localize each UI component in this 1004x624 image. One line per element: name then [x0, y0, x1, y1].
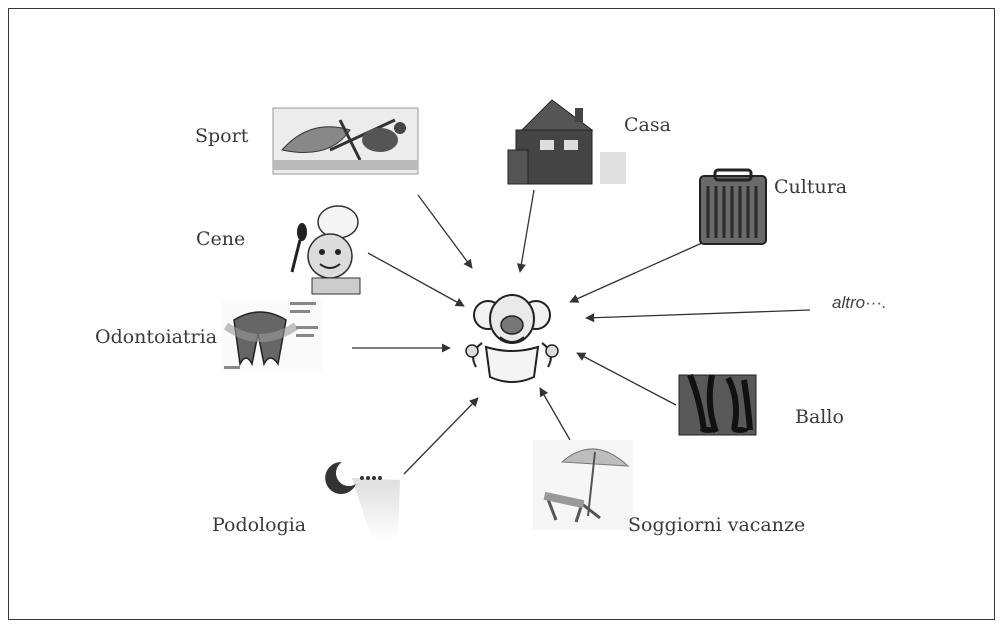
arrow-cultura [569, 242, 703, 303]
sport-collage-icon [272, 107, 419, 175]
label-odontoiatria: Odontoiatria [95, 326, 218, 348]
label-sport: Sport [195, 125, 249, 147]
beach-umbrella-chair-icon [533, 440, 633, 530]
house-icon [507, 99, 626, 185]
label-soggiorni-vacanze: Soggiorni vacanze [628, 514, 806, 536]
arrow-casa [516, 189, 535, 273]
dancers-icon [678, 373, 757, 436]
label-podologia: Podologia [212, 514, 307, 536]
radio-case-icon [699, 168, 767, 245]
arrow-podologia [403, 397, 479, 475]
foot-icon [325, 461, 400, 540]
arrow-sport [417, 194, 473, 269]
arrow-ballo [576, 352, 677, 406]
label-cultura: Cultura [774, 176, 848, 198]
label-altro: altro···. [832, 293, 887, 312]
arrow-cene [367, 252, 465, 307]
arrow-altro [585, 309, 811, 323]
arrows [352, 189, 811, 475]
chef-icon [290, 205, 361, 295]
tooth-diagram-icon [222, 300, 322, 372]
arrow-soggiorni [539, 387, 571, 441]
label-cene: Cene [196, 228, 246, 250]
smiling-clown-figure-icon [465, 294, 559, 383]
label-ballo: Ballo [795, 406, 844, 428]
label-casa: Casa [624, 114, 671, 136]
